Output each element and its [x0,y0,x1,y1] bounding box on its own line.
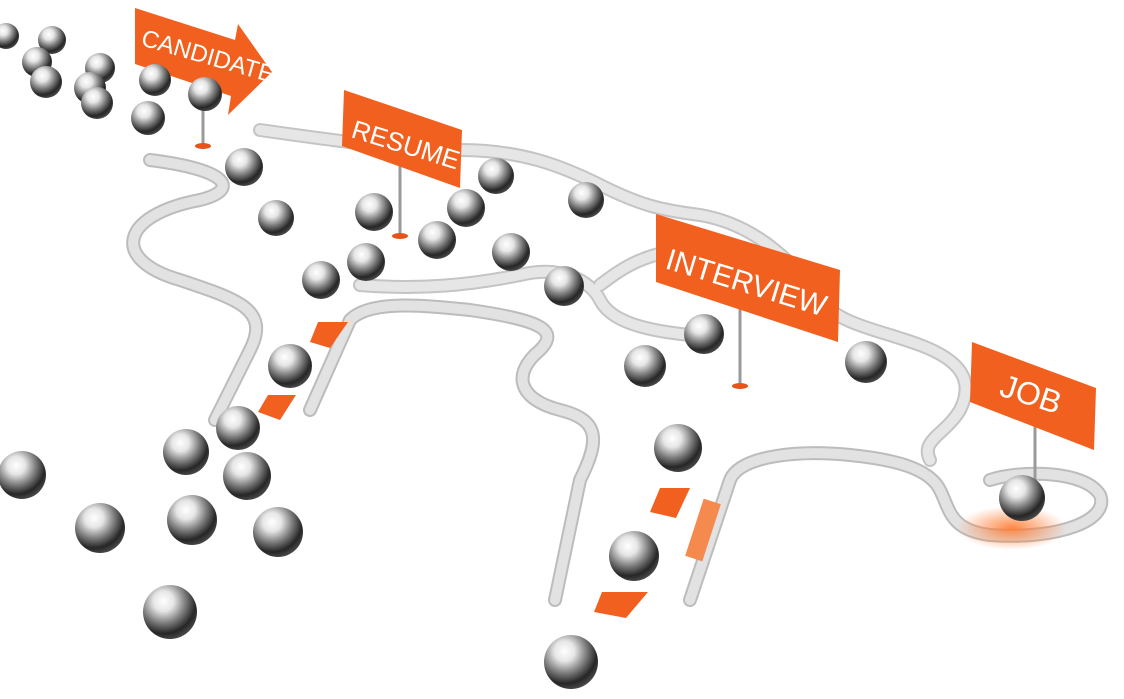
drop-arrow [594,592,648,618]
ball [492,233,530,271]
sign-base [392,233,408,239]
sign-resume: RESUME [342,90,463,239]
balls [0,23,1045,689]
drop-arrow [650,488,690,518]
ball [188,77,222,111]
ball [139,64,171,96]
sign-base [195,143,211,149]
ball [544,635,598,689]
ball [418,221,456,259]
ball [30,66,62,98]
drop-arrows [258,322,721,618]
ball [81,87,113,119]
sign-board [656,214,840,342]
sign-interview: INTERVIEW [656,214,840,389]
drop-marker [685,498,721,562]
sign-board [342,90,462,188]
ball [167,495,217,545]
ball [654,424,702,472]
track-upper-surface [255,125,971,465]
drop-arrow [310,322,348,348]
track-surface [128,155,1107,605]
ball [216,406,260,450]
ball [253,507,303,557]
ball [347,243,385,281]
track-upper-shadow [253,123,973,467]
ball [163,429,209,475]
sign-base [732,383,748,389]
ball [268,344,312,388]
ball [609,531,659,581]
sign-job: JOB [970,342,1096,505]
ball [225,148,263,186]
ball [478,158,514,194]
ball [38,26,66,54]
target-glow [957,506,1067,550]
drop-arrow [258,395,296,420]
ball [845,341,887,383]
ball [0,451,46,499]
ball [544,266,584,306]
ball [684,314,724,354]
sign-board [135,8,272,115]
ball [624,345,666,387]
ball [223,452,271,500]
sign-board [970,342,1096,450]
ball [302,261,340,299]
ball [355,193,393,231]
ball [568,182,604,218]
ball [258,200,294,236]
ball [447,189,485,227]
ball [143,585,197,639]
ball [0,23,19,49]
ball [131,101,165,135]
ball [75,503,125,553]
ball-winner [999,475,1045,521]
